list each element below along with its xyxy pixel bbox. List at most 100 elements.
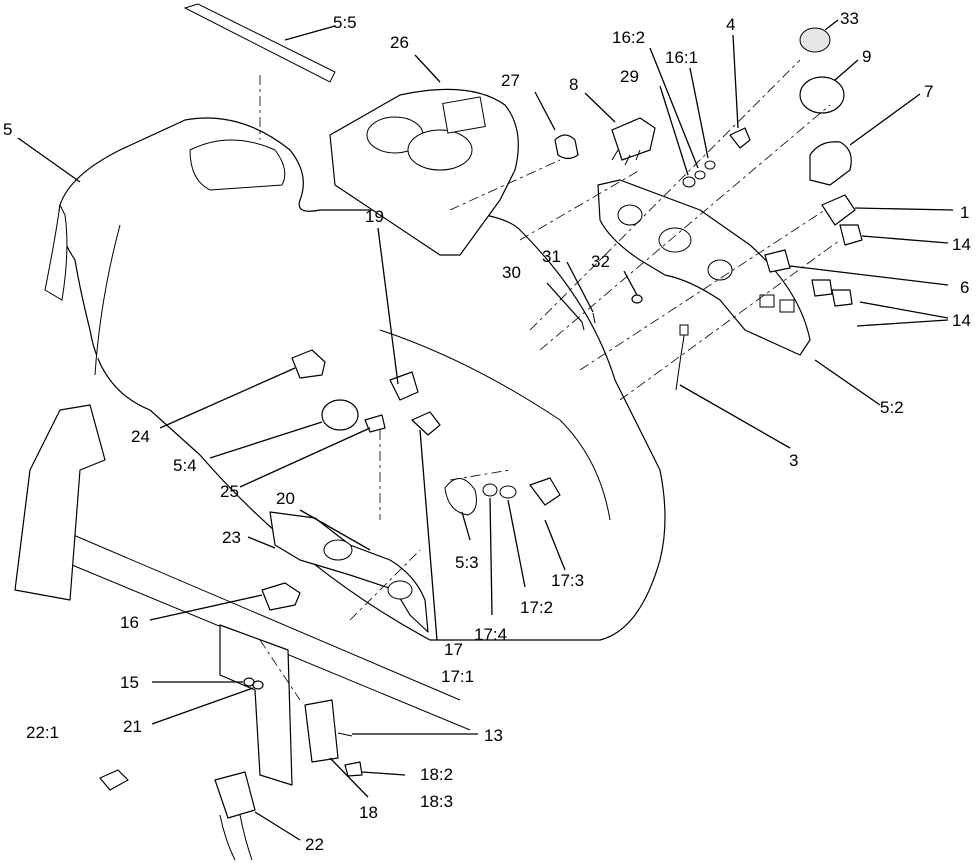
part-22-1-connector <box>99 769 129 791</box>
part-17-4-washer <box>482 483 498 497</box>
callout-30: 30 <box>502 263 521 282</box>
leader-4 <box>732 34 739 129</box>
part-14-switch-upper <box>839 224 863 246</box>
leader-21 <box>151 687 254 725</box>
callout-14a: 14 <box>952 235 971 254</box>
leader-24 <box>159 367 296 429</box>
leader-17-4 <box>489 497 493 616</box>
callout-29: 29 <box>620 67 639 86</box>
callout-17: 17 <box>444 640 463 659</box>
part-23-hole-a <box>323 539 353 561</box>
part-13-screw <box>337 732 353 737</box>
callout-22: 22 <box>305 835 324 854</box>
callout-15: 15 <box>120 673 139 692</box>
part-16-switch <box>261 582 301 611</box>
callout-5-4: 5:4 <box>173 456 197 475</box>
part-17-3-lock <box>529 477 561 506</box>
callout-23: 23 <box>222 528 241 547</box>
callout-6: 6 <box>960 278 969 297</box>
callout-17-4: 17:4 <box>474 625 507 644</box>
callout-32: 32 <box>591 252 610 271</box>
leader-17-2 <box>507 499 526 588</box>
leader-16 <box>149 594 263 621</box>
callout-5-2: 5:2 <box>880 398 904 417</box>
part-24-switch <box>291 349 326 379</box>
part-30-screw <box>581 321 585 331</box>
callout-9: 9 <box>862 47 871 66</box>
leader-14b <box>856 301 949 327</box>
leader-25 <box>239 427 371 488</box>
part-5-3-hole <box>444 478 477 516</box>
part-18-2-clip <box>344 761 363 777</box>
leader-17-3 <box>544 519 566 571</box>
part-22-harness-connector <box>214 771 256 819</box>
part-16-1-ring <box>704 160 716 170</box>
leader-7 <box>849 93 921 146</box>
part-bracket-vertical <box>219 624 293 786</box>
leader-29 <box>659 85 689 176</box>
callout-22-1: 22:1 <box>26 723 59 742</box>
leader-14a <box>861 235 949 244</box>
callout-14b: 14 <box>952 311 971 330</box>
part-14-switch-lower-a <box>811 279 833 297</box>
part-9-ring <box>799 76 845 114</box>
leader-31 <box>566 261 594 313</box>
part-5-2-hole-a <box>617 204 643 226</box>
part-6-plug <box>764 249 791 273</box>
callout-18: 18 <box>359 803 378 822</box>
leader-5-3 <box>461 511 471 541</box>
leader-5-5 <box>284 25 336 41</box>
callout-33: 33 <box>840 9 859 28</box>
callout-5-5: 5:5 <box>333 13 357 32</box>
callout-17-1: 17:1 <box>441 667 474 686</box>
part-5-inner-line <box>94 224 611 521</box>
part-33-bezel <box>799 27 831 53</box>
part-5-2-cutout-a <box>759 294 775 308</box>
leader-18 <box>329 757 369 798</box>
callout-13: 13 <box>484 726 503 745</box>
leader-9 <box>834 59 859 81</box>
part-5-2-hole-b <box>658 227 692 253</box>
leader-18-2 <box>361 771 406 776</box>
leader-20 <box>299 509 371 551</box>
callout-1: 1 <box>960 203 969 222</box>
leader-5-4 <box>209 421 323 459</box>
leader-8 <box>584 92 616 123</box>
part-17-2-washer <box>499 485 517 499</box>
leader-27 <box>534 91 556 131</box>
part-23-hole-b <box>387 580 413 600</box>
part-17-ignition <box>411 411 441 436</box>
callout-4: 4 <box>726 15 735 34</box>
callout-31: 31 <box>542 247 561 266</box>
callout-8: 8 <box>569 75 578 94</box>
part-23-bracket <box>269 511 429 633</box>
leader-5 <box>17 137 81 183</box>
part-14-switch-lower-b <box>831 289 853 307</box>
leader-32 <box>623 270 638 296</box>
part-7-gauge <box>809 141 852 186</box>
callout-16-1: 16:1 <box>665 48 698 67</box>
leader-6 <box>789 265 949 286</box>
part-3-connector <box>679 324 689 336</box>
leader-19 <box>377 227 399 385</box>
callout-5-3: 5:3 <box>455 553 479 572</box>
leader-lines <box>17 19 954 841</box>
callout-17-3: 17:3 <box>551 571 584 590</box>
callout-25: 25 <box>220 482 239 501</box>
callout-5: 5 <box>3 120 12 139</box>
leader-3 <box>679 384 791 449</box>
part-5-housing <box>58 117 666 641</box>
part-5-left-flange <box>44 203 68 301</box>
callout-7: 7 <box>924 82 933 101</box>
part-26-cup-right <box>407 129 473 171</box>
leader-33 <box>824 19 839 31</box>
part-8-terminals <box>611 149 641 166</box>
part-29-nut <box>682 176 696 188</box>
part-31-screw <box>592 312 596 324</box>
assembly-lines <box>259 59 841 701</box>
callout-19: 19 <box>365 207 384 226</box>
part-22-harness-wire <box>219 814 253 861</box>
callout-16: 16 <box>120 613 139 632</box>
part-4-plug <box>729 127 751 149</box>
